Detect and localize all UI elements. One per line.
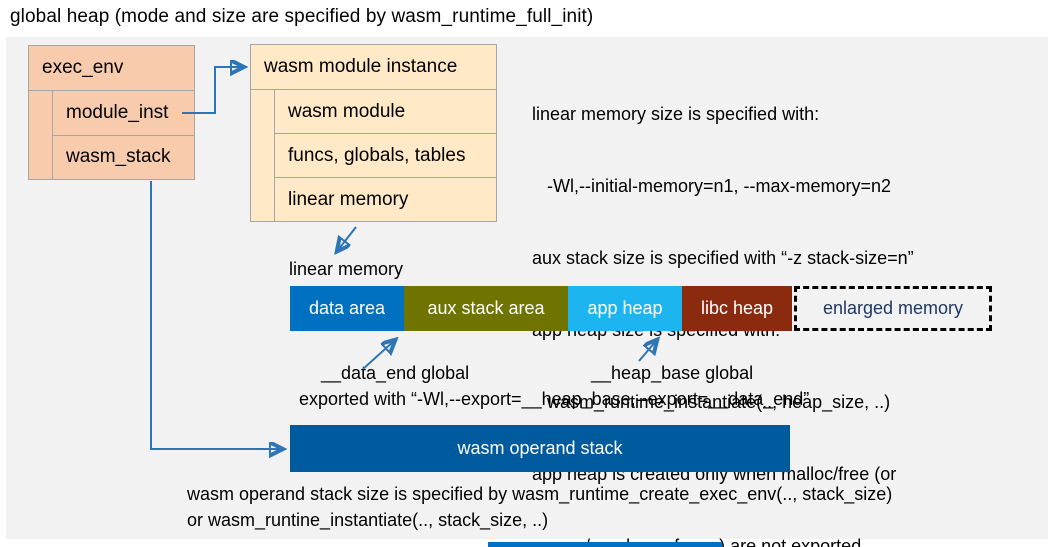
- info-line: aux stack size is specified with “-z sta…: [532, 248, 914, 268]
- module-instance-header: wasm module instance: [251, 45, 496, 90]
- segment-aux-stack-area: aux stack area: [404, 286, 568, 331]
- segment-data-area: data area: [290, 286, 404, 331]
- module-instance-rows: wasm module funcs, globals, tables linea…: [274, 90, 496, 221]
- module-instance-row-funcs-globals-tables: funcs, globals, tables: [275, 133, 496, 177]
- module-instance-box: wasm module instance wasm module funcs, …: [250, 44, 497, 222]
- heap-base-global-label: __heap_base global: [591, 363, 754, 383]
- info-line: __new/__release for as) are not exported: [532, 536, 862, 547]
- module-instance-row-wasm-module: wasm module: [288, 100, 406, 122]
- segment-libc-heap: libc heap: [682, 286, 792, 331]
- module-instance-row-linear-memory: linear memory: [275, 177, 496, 221]
- bottom-accent-bar: [488, 542, 722, 547]
- exec-env-box: exec_env module_inst wasm_stack: [28, 45, 195, 180]
- info-line: linear memory size is specified with:: [532, 104, 820, 124]
- info-line: wasm_runtime_instantiate(.., heap_size, …: [532, 392, 891, 412]
- exec-env-rows: module_inst wasm_stack: [52, 91, 194, 179]
- linear-memory-label: linear memory: [289, 259, 404, 279]
- wasm-operand-stack-bar: wasm operand stack: [290, 425, 790, 472]
- data-end-global-label: __data_end global: [321, 363, 470, 383]
- footer-line-1: wasm operand stack size is specified by …: [187, 484, 893, 504]
- info-line: -Wl,--initial-memory=n1, --max-memory=n2: [532, 176, 892, 196]
- exec-env-header: exec_env: [29, 46, 194, 91]
- exec-env-row-module-inst: module_inst: [66, 101, 169, 123]
- diagram-title: global heap (mode and size are specified…: [10, 6, 594, 27]
- footer-text-block: wasm operand stack size is specified by …: [187, 481, 892, 533]
- export-flags-line: exported with “-Wl,--export=__heap_base,…: [299, 389, 810, 409]
- segment-app-heap: app heap: [568, 286, 682, 331]
- segment-enlarged-memory: enlarged memory: [794, 286, 992, 331]
- footer-line-2: or wasm_runtine_instantiate(.., stack_si…: [187, 510, 549, 530]
- exec-env-row-wasm-stack: wasm_stack: [53, 134, 194, 180]
